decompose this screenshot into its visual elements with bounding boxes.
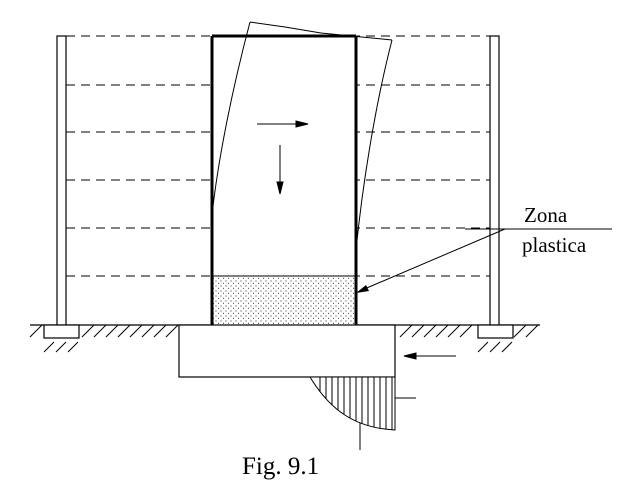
- plastic-zone: [212, 276, 356, 325]
- figure-caption: Fig. 9.1: [242, 453, 319, 480]
- soil-pressure-diagram: [309, 376, 396, 431]
- label-leader: [356, 228, 612, 293]
- plastic-zone-label-line2: plastica: [522, 233, 587, 257]
- central-wall: [210, 34, 358, 325]
- left-column: [43, 35, 80, 339]
- deformed-shape: [211, 21, 393, 251]
- foundation: [178, 324, 396, 378]
- right-column: [477, 35, 514, 339]
- plastic-zone-label-line1: Zona: [524, 203, 568, 227]
